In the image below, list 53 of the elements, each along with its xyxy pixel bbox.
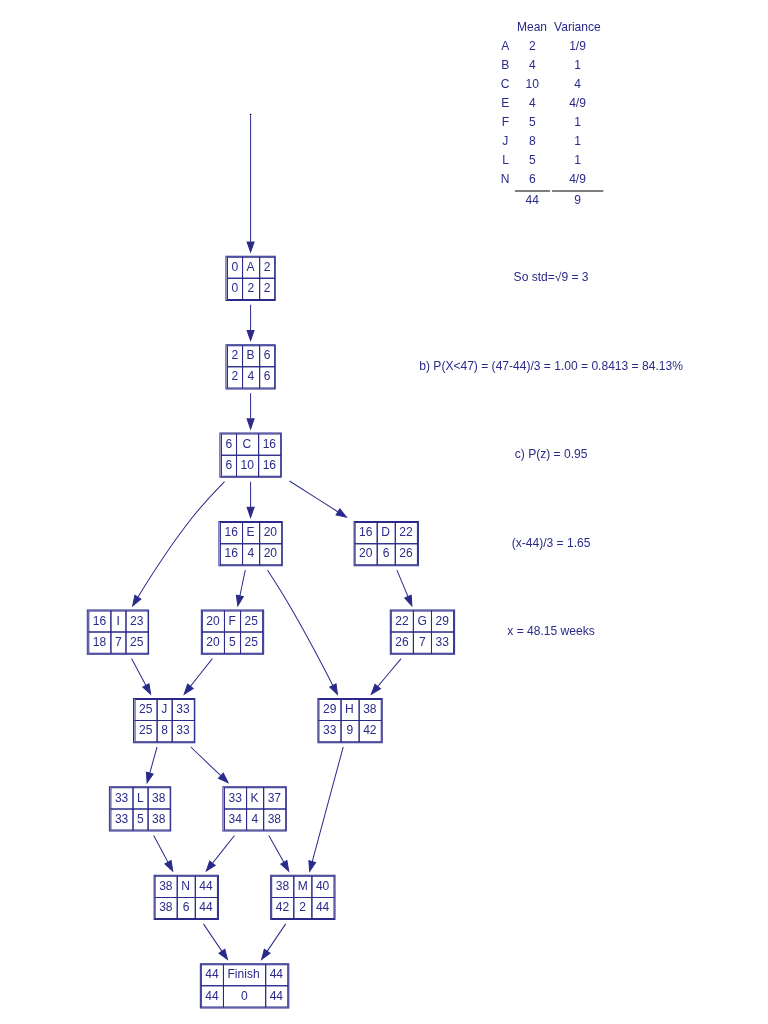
arrow: [268, 834, 290, 872]
label: 4/9: [569, 171, 586, 186]
arrow: [246, 114, 255, 253]
label: 5: [528, 114, 536, 129]
label: So std=√9 = 3: [513, 269, 589, 284]
arrow: [153, 834, 174, 872]
label: A: [501, 38, 510, 53]
label: 1: [574, 152, 581, 167]
label: L: [502, 152, 510, 167]
arrow: [202, 922, 228, 960]
arrow: [145, 746, 158, 783]
label: 4: [528, 57, 536, 72]
label: 1: [574, 133, 581, 148]
label: E: [501, 95, 510, 110]
label: 2: [528, 38, 536, 53]
label: (x-44)/3 = 1.65: [511, 535, 591, 550]
arrow: [183, 657, 213, 695]
label: N: [500, 171, 510, 186]
label: Variance: [554, 19, 601, 34]
arrow: [132, 480, 226, 606]
arrow: [246, 480, 255, 518]
arrow: [246, 303, 255, 341]
label: 6: [528, 171, 536, 186]
arrow: [235, 569, 246, 606]
label: 4: [528, 95, 536, 110]
label: C: [500, 76, 510, 91]
arrow: [266, 569, 338, 695]
label: 1: [574, 114, 581, 129]
label: 9: [574, 192, 581, 207]
arrow: [261, 922, 287, 960]
label: 1/9: [569, 38, 586, 53]
arrow: [396, 569, 413, 606]
arrow: [190, 746, 229, 783]
label: B: [501, 57, 510, 72]
label: 5: [528, 152, 536, 167]
label: 1: [574, 57, 581, 72]
label: b) P(X<47) = (47-44)/3 = 1.00 = 0.8413 = 84.13%: [419, 358, 683, 373]
label: 8: [528, 133, 536, 148]
label: 10: [525, 76, 539, 91]
label: Mean: [516, 19, 548, 34]
arrow: [370, 657, 402, 695]
arrow: [288, 480, 347, 518]
arrow: [246, 392, 255, 429]
label: 4: [574, 76, 581, 91]
label: x = 48.15 weeks: [507, 623, 595, 638]
label: F: [501, 114, 510, 129]
label: c) P(z) = 0.95: [514, 446, 588, 461]
label: 44: [525, 192, 539, 207]
arrow: [131, 657, 152, 695]
arrow: [205, 834, 235, 872]
label: 4/9: [569, 95, 586, 110]
arrow: [308, 745, 344, 872]
label: J: [502, 133, 509, 148]
